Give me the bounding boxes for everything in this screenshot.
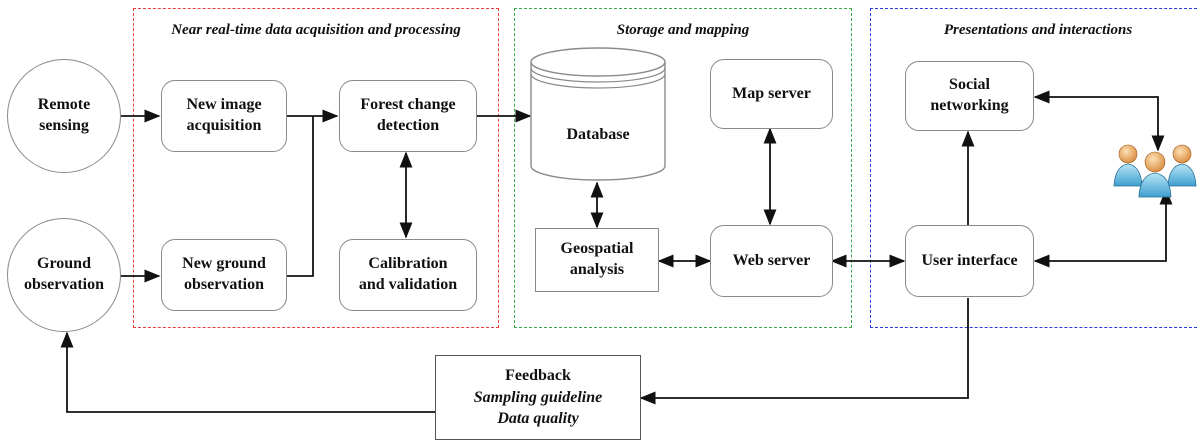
node-forest-change-detection: Forest change detection (339, 80, 477, 152)
users-group-icon (1113, 144, 1197, 198)
edge-ui-to-feedback (639, 298, 969, 405)
node-map-server: Map server (710, 59, 833, 129)
group-acquisition-title: Near real-time data acquisition and proc… (171, 22, 461, 38)
feedback-title: Feedback (505, 367, 571, 385)
group-storage-title: Storage and mapping (616, 22, 750, 38)
feedback-data-quality: Data quality (497, 410, 579, 428)
group-acquisition (133, 8, 499, 328)
node-new-image-acquisition: New image acquisition (161, 80, 287, 152)
node-remote-sensing: Remote sensing (7, 59, 121, 173)
node-database: Database (566, 126, 630, 143)
edge-newground-to-forest (287, 116, 314, 277)
edge-social-users (1033, 90, 1165, 152)
edge-ui-users (1033, 188, 1173, 268)
node-social-networking: Social networking (905, 61, 1034, 131)
group-presentation-title: Presentations and interactions (943, 22, 1133, 38)
group-storage (514, 8, 852, 328)
group-presentation (870, 8, 1199, 328)
node-ground-observation: Ground observation (7, 218, 121, 332)
node-new-ground-observation: New ground observation (161, 239, 287, 311)
database-cylinder-icon (530, 47, 666, 181)
node-web-server: Web server (710, 225, 833, 297)
edge-feedback-to-ground (60, 331, 435, 413)
feedback-box: Feedback Sampling guideline Data quality (435, 355, 641, 440)
node-calibration-validation: Calibration and validation (339, 239, 477, 311)
node-geospatial-analysis: Geospatial analysis (535, 228, 659, 292)
feedback-sampling-guideline: Sampling guideline (473, 388, 603, 406)
node-user-interface: User interface (905, 225, 1034, 297)
